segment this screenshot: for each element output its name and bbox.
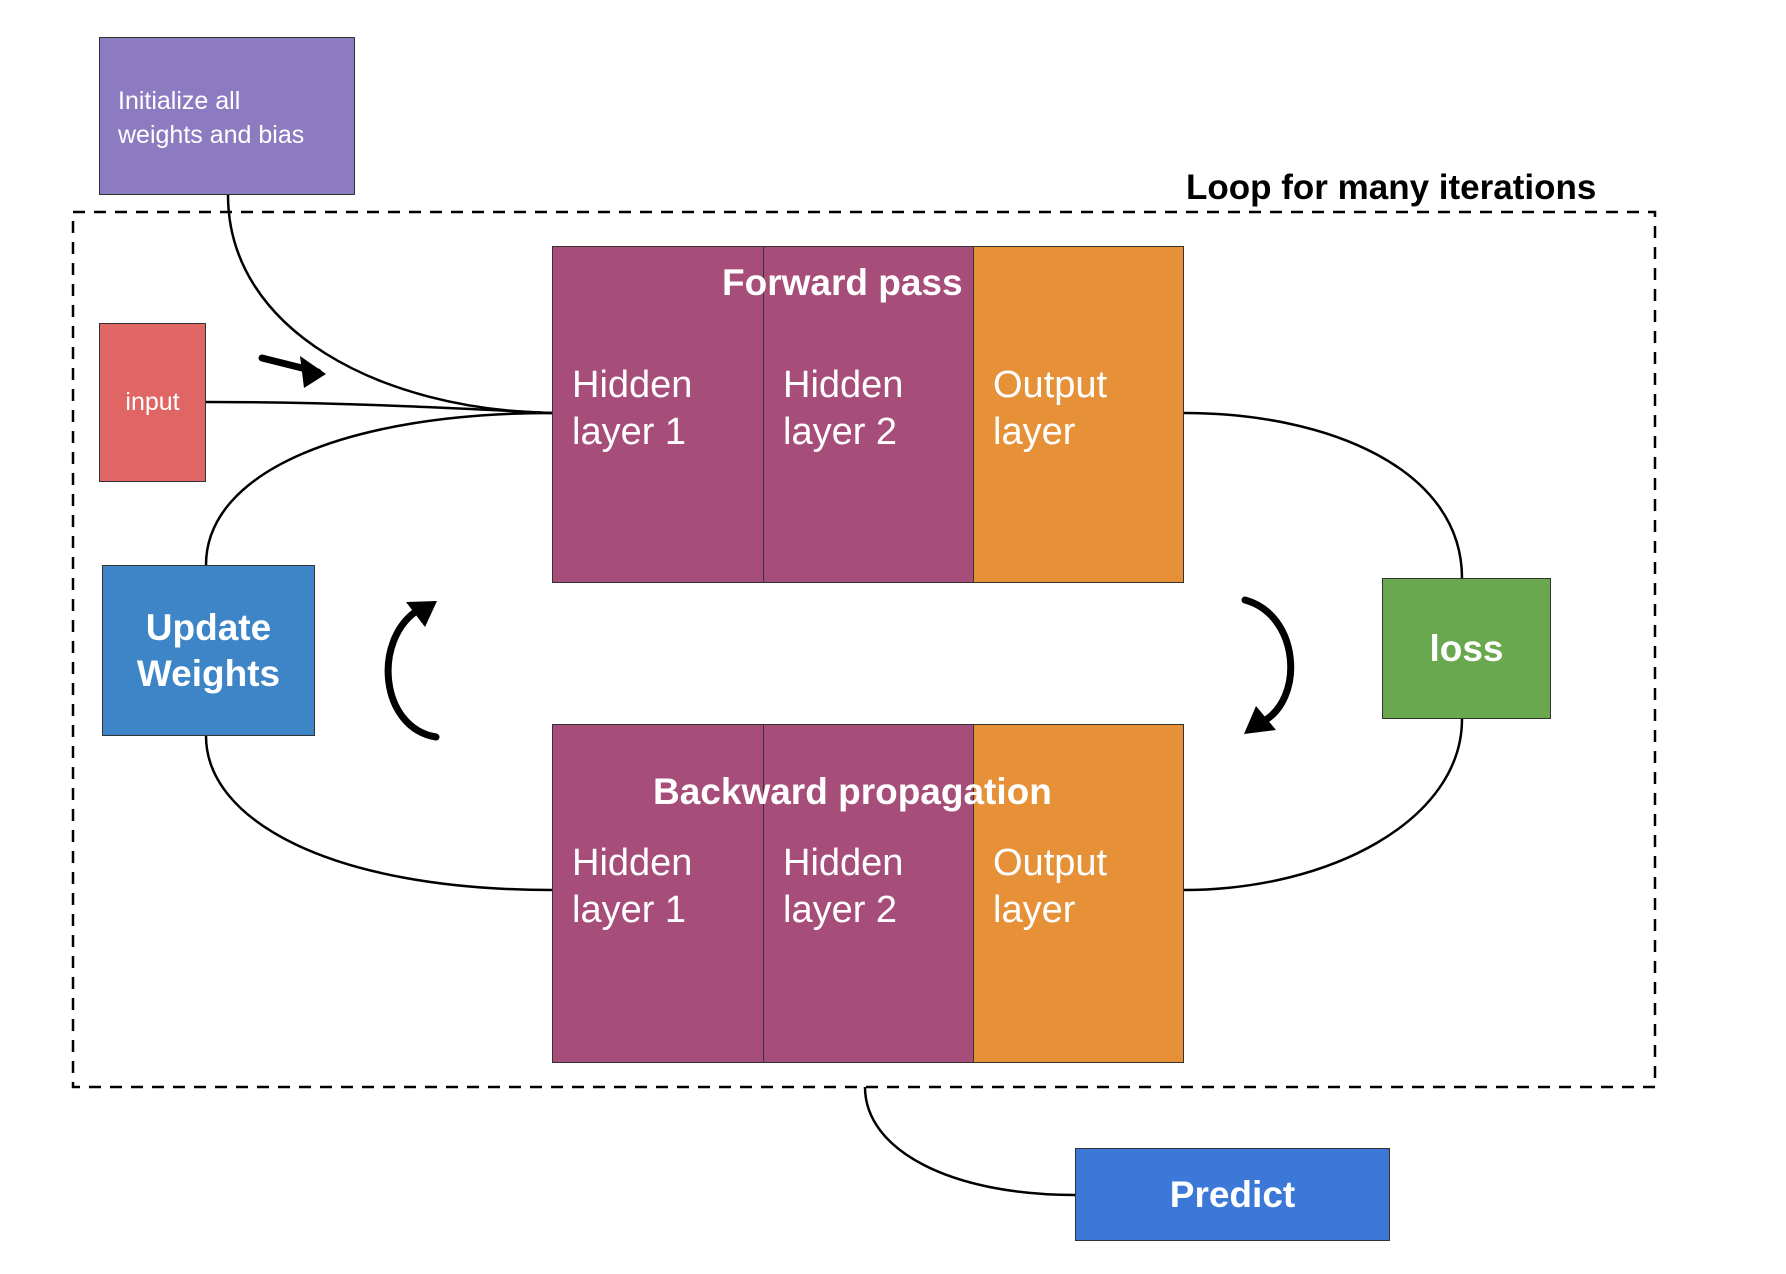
forward-hidden-layer-1: Hidden layer 1	[552, 246, 764, 583]
forward-hidden-layer-2-line2: layer 2	[783, 411, 898, 453]
forward-output-layer-line2: layer	[993, 411, 1076, 453]
backward-hidden-layer-2: Hidden layer 2	[763, 724, 974, 1063]
curved-arrow-down-icon	[1241, 596, 1295, 734]
forward-output-layer: Output layer	[973, 246, 1184, 583]
forward-pass-title: Forward pass	[722, 262, 963, 303]
loss-box: loss	[1382, 578, 1551, 719]
backward-hidden-layer-2-line1: Hidden	[783, 842, 904, 884]
connector-loss-to-backward	[1183, 718, 1464, 892]
loop-boundary	[71, 210, 1657, 1089]
forward-hidden-layer-1-line2: layer 1	[572, 411, 687, 453]
forward-hidden-layer-1-line1: Hidden	[572, 364, 693, 406]
backward-output-layer-line1: Output	[993, 842, 1108, 884]
input-box: input	[99, 323, 206, 482]
connector-backward-to-update	[204, 735, 553, 892]
curved-arrow-up-icon	[384, 601, 440, 741]
connector-init-to-forward	[226, 194, 553, 415]
connector-forward-to-loss	[1183, 411, 1464, 579]
connector-loop-to-predict	[863, 1086, 1076, 1197]
forward-hidden-layer-2: Hidden layer 2	[763, 246, 974, 583]
input-label: input	[125, 388, 180, 416]
predict-label: Predict	[1169, 1173, 1296, 1215]
backward-hidden-layer-1: Hidden layer 1	[552, 724, 764, 1063]
update-weights-box: Update Weights	[102, 565, 315, 736]
backward-hidden-layer-2-line2: layer 2	[783, 889, 898, 931]
backward-propagation-title: Backward propagation	[653, 771, 1052, 812]
forward-output-layer-line1: Output	[993, 364, 1108, 406]
arrow-right-icon	[258, 354, 326, 388]
connector-forward-to-update	[204, 411, 553, 566]
update-label-line1: Update	[145, 606, 272, 648]
init-label-line2: weights and bias	[118, 121, 305, 149]
backward-output-layer: Output layer	[973, 724, 1184, 1063]
init-label-line1: Initialize all	[118, 87, 241, 115]
init-weights-box: Initialize all weights and bias	[99, 37, 355, 195]
backward-hidden-layer-1-line2: layer 1	[572, 889, 687, 931]
loss-label: loss	[1429, 627, 1504, 669]
predict-box: Predict	[1075, 1148, 1390, 1241]
backward-hidden-layer-1-line1: Hidden	[572, 842, 693, 884]
connector-input-to-forward	[205, 400, 553, 415]
loop-label: Loop for many iterations	[1180, 168, 1603, 208]
backward-output-layer-line2: layer	[993, 889, 1076, 931]
forward-hidden-layer-2-line1: Hidden	[783, 364, 904, 406]
update-label-line2: Weights	[136, 652, 281, 694]
